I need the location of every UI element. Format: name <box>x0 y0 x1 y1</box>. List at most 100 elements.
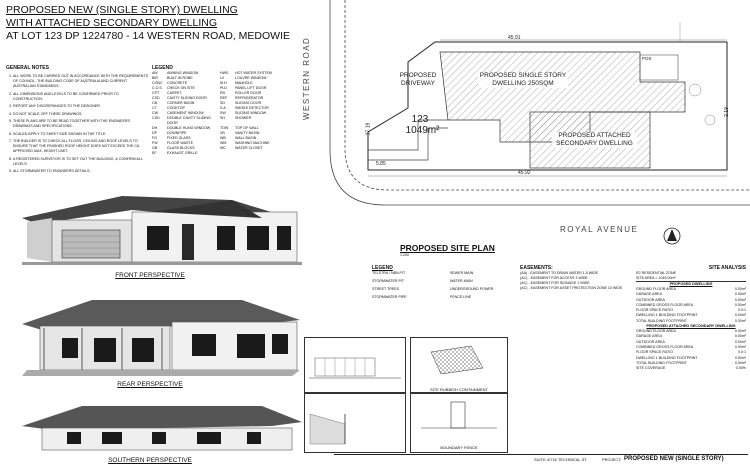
legend-desc: CORNER BASIN <box>167 101 195 105</box>
secondary-dwelling-label: PROPOSED ATTACHED SECONDARY DWELLING <box>552 132 637 148</box>
title-block: SUITE 4/716 TECHNICAL ST. PROJECT: PROPO… <box>334 454 748 465</box>
legend-desc: REFRIGERATOR <box>235 96 264 100</box>
fence-detail-box <box>304 337 406 393</box>
site-analysis-row-label: SITE COVERAGE <box>636 366 666 371</box>
site-analysis-row-label: GARAGE AREA <box>636 334 662 339</box>
lot-area: 1049m² <box>405 125 440 136</box>
legend-code: TOW <box>220 126 229 130</box>
legend-code: AW <box>152 71 158 75</box>
legend-desc: HOT WATER SYSTEM <box>235 71 272 75</box>
general-note: ALL STORMWATER TO ENGINEERS DETAILS. <box>13 169 148 174</box>
site-legend-line: FENCE LINE <box>450 295 472 299</box>
site-analysis-row-label: GROUND FLOOR AREA <box>636 287 676 291</box>
site-analysis-row-value: 0.00m² <box>734 318 746 323</box>
site-legend-item: TELSTRA / NBN PIT <box>372 271 406 275</box>
legend-code: EF <box>152 151 157 155</box>
easement-item: (AC) - EASEMENT FOR ACCESS 3 WIDE <box>520 276 588 280</box>
rubbish-detail-drawing <box>430 345 484 375</box>
title-block-project: PROPOSED NEW (SINGLE STORY) <box>624 456 724 462</box>
legend-code: CSD <box>152 96 160 100</box>
dim-left: 17.19 <box>365 122 372 136</box>
zone-label: R2 RESIDENTIAL ZONE <box>636 271 677 275</box>
legend-code: S.A <box>220 106 226 110</box>
legend-desc: EXHAUST GRILLE <box>167 151 198 155</box>
dim-right: 2.19 <box>723 107 730 117</box>
legend-code: WM <box>220 141 227 145</box>
legend-code: GB <box>152 146 158 150</box>
legend-desc: CHECK ON SITE <box>167 86 195 90</box>
legend-code: CSD <box>152 116 160 120</box>
boundary-detail-box: BOUNDARY FENCE <box>410 393 508 453</box>
site-area: SITE AREA = 1049.00m² <box>636 276 746 282</box>
fence-detail-drawing <box>309 357 401 379</box>
site-analysis-row-label: GROUND FLOOR AREA <box>636 329 676 334</box>
site-analysis-row-label: DWELLING 1 BUILDING FOOTPRINT <box>636 355 698 360</box>
driveway-label: PROPOSED DRIVEWAY <box>399 72 437 87</box>
legend-code: PLD <box>220 86 227 90</box>
legend-code: VB <box>220 131 225 135</box>
site-analysis-row-value: 0.00m² <box>734 344 746 349</box>
legend-code: DH <box>152 126 158 130</box>
general-note: A REGISTERED SURVEYOR IS TO SET OUT THE … <box>13 157 148 167</box>
site-legend-line: SEWER MAIN <box>450 271 474 275</box>
legend-desc: WASHING MACHINE <box>235 141 270 145</box>
legend-code: REF <box>220 96 228 100</box>
legend-code: CPT <box>152 91 160 95</box>
rear-perspective-image <box>22 300 300 376</box>
legend-code: HWS <box>220 71 229 75</box>
title-block-address: SUITE 4/716 TECHNICAL ST. <box>534 457 588 462</box>
general-notes: GENERAL NOTES ALL WORK TO BE CARRIED OUT… <box>6 66 148 177</box>
site-analysis-row-label: OUTDOOR AREA <box>636 339 665 344</box>
legend-desc: AWNING WINDOW <box>167 71 199 75</box>
title-line-3: AT LOT 123 DP 1224780 - 14 WESTERN ROAD,… <box>6 30 290 42</box>
site-analysis-row-label: GARAGE AREA <box>636 292 662 297</box>
site-analysis-row-label: COMBINED GROSS FLOOR AREA <box>636 344 694 349</box>
site-analysis-row-value: 0.00m² <box>734 329 746 334</box>
legend-code: DP <box>152 131 157 135</box>
general-notes-list: ALL WORK TO BE CARRIED OUT IN ACCORDANCE… <box>6 74 148 174</box>
southern-perspective-label: SOUTHERN PERSPECTIVE <box>108 457 192 464</box>
site-analysis-section-title: PROPOSED ATTACHED SECONDARY DWELLING <box>646 324 736 329</box>
site-analysis-row: COMBINED GROSS FLOOR AREA 0.00m² <box>636 345 746 350</box>
general-note: SCALED APPLY TO SHEET SIZE SHOWN IN THE … <box>13 132 148 137</box>
legend-desc: BUILT-IN ROBE <box>167 76 193 80</box>
legend-code <box>220 151 232 156</box>
rubbish-detail-box: SITE RUBBISH CONTAINMENT <box>410 337 508 393</box>
site-analysis-row-value: 0.00m² <box>734 334 746 339</box>
legend-desc: CARPET <box>167 91 182 95</box>
legend-desc: ROLLER DOOR <box>235 91 262 95</box>
easement-item: (AC) - EASEMENT FOR ASSET PROTECTION ZON… <box>520 286 623 290</box>
western-road-label: WESTERN ROAD <box>302 36 311 120</box>
general-note: ALL WORK TO BE CARRIED OUT IN ACCORDANCE… <box>13 74 148 89</box>
legend-code: SH <box>220 116 225 120</box>
site-analysis-row-label: OUTDOOR AREA <box>636 297 665 302</box>
boundary-detail-drawing <box>421 401 497 429</box>
legend-desc: FLOOR WASTE <box>167 141 194 145</box>
lot-number: 123 <box>411 114 429 125</box>
site-legend-heading: LEGEND <box>372 265 393 271</box>
legend-desc: FIXED GLASS <box>167 136 191 140</box>
legend-code: RD <box>220 91 226 95</box>
legend-desc: DOUBLE HUNG WINDOW <box>167 126 211 130</box>
erosion-detail-drawing <box>309 413 346 445</box>
legend-desc: CONCRETE <box>167 81 188 85</box>
legend-code: CONC <box>152 81 163 85</box>
dim-top: 45.91 <box>508 35 521 41</box>
pos-label: POS <box>642 56 652 61</box>
site-plan-title: PROPOSED SITE PLAN <box>400 243 495 253</box>
legend-code: WC <box>220 146 226 150</box>
legend-code: SW <box>220 111 226 115</box>
dim-bottom: 45.92 <box>518 170 531 176</box>
legend-code: CB <box>152 101 157 105</box>
easements-heading: EASEMENTS: <box>520 265 553 271</box>
site-analysis-row-value: 0.00m² <box>734 302 746 307</box>
site-analysis-section-title: PROPOSED DWELLING <box>669 282 713 286</box>
general-note: DO NOT SCALE OFF THESE DRAWINGS. <box>13 112 148 117</box>
site-analysis-row-label: COMBINED GROSS FLOOR AREA <box>636 302 694 307</box>
